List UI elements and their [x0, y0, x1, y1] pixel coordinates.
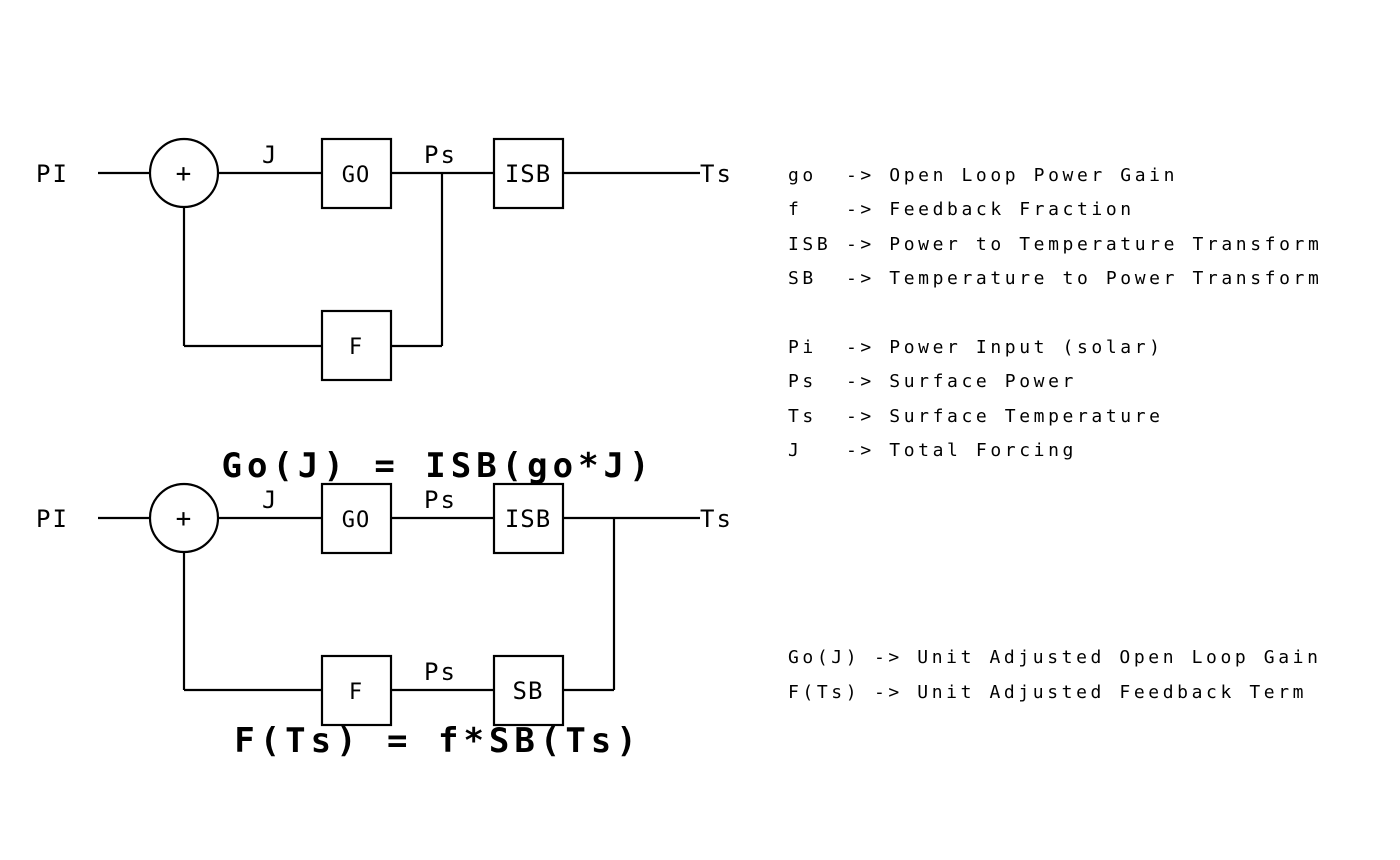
top-diagram: PI + J GO Ps ISB Ts F	[36, 137, 733, 382]
legend-key: SB	[788, 268, 817, 289]
top-transform-block-label: ISB	[505, 160, 551, 188]
top-feedback-block-label: F	[349, 335, 363, 360]
legend-desc: -> Open Loop Power Gain	[846, 165, 1178, 186]
legend-blocks: go -> Open Loop Power Gain f -> Feedback…	[788, 165, 1322, 289]
legend-key: J	[788, 440, 802, 461]
top-sum-symbol: +	[176, 159, 193, 189]
equation-go: Go(J) = ISB(go*J)	[222, 446, 655, 486]
bottom-sum-symbol: +	[176, 504, 193, 534]
bottom-feedback-block	[320, 654, 393, 727]
equation-f: F(Ts) = f*SB(Ts)	[234, 721, 642, 761]
top-forcing-label: J	[262, 141, 278, 169]
legend: go -> Open Loop Power Gain f -> Feedback…	[788, 165, 1322, 703]
top-input-label: PI	[36, 160, 69, 188]
legend-key: Go(J)	[788, 647, 860, 668]
legend-desc: -> Surface Temperature	[846, 406, 1164, 427]
bottom-diagram: PI + J GO Ps ISB Ts SB Ps F	[36, 482, 733, 727]
legend-desc: -> Total Forcing	[846, 440, 1077, 461]
bottom-output-label: Ts	[700, 505, 733, 533]
top-power-label: Ps	[424, 141, 457, 169]
legend-key: Ts	[788, 406, 817, 427]
legend-key: ISB	[788, 234, 831, 255]
legend-desc: -> Power to Temperature Transform	[846, 234, 1322, 255]
bottom-transform-block-label: ISB	[505, 505, 551, 533]
bottom-gain-block-label: GO	[342, 508, 371, 533]
legend-key: Ps	[788, 371, 817, 392]
bottom-feedback-block-label: F	[349, 680, 363, 705]
bottom-sb-block-label: SB	[513, 677, 544, 705]
top-feedback-block	[320, 309, 393, 382]
legend-key: go	[788, 165, 817, 186]
legend-terms: Go(J) -> Unit Adjusted Open Loop Gain F(…	[788, 647, 1322, 703]
bottom-input-label: PI	[36, 505, 69, 533]
legend-signals: Pi -> Power Input (solar) Ps -> Surface …	[788, 337, 1164, 461]
legend-desc: -> Temperature to Power Transform	[846, 268, 1322, 289]
legend-key: f	[788, 199, 802, 220]
legend-key: Pi	[788, 337, 817, 358]
legend-desc: -> Feedback Fraction	[846, 199, 1135, 220]
top-gain-block-label: GO	[342, 163, 371, 188]
legend-desc: -> Unit Adjusted Open Loop Gain	[874, 647, 1322, 668]
bottom-feedback-power-label: Ps	[424, 658, 457, 686]
bottom-forcing-label: J	[262, 486, 278, 514]
bottom-power-label: Ps	[424, 486, 457, 514]
legend-desc: -> Unit Adjusted Feedback Term	[874, 682, 1307, 703]
legend-desc: -> Surface Power	[846, 371, 1077, 392]
top-output-label: Ts	[700, 160, 733, 188]
legend-key: F(Ts)	[788, 682, 860, 703]
legend-desc: -> Power Input (solar)	[846, 337, 1164, 358]
